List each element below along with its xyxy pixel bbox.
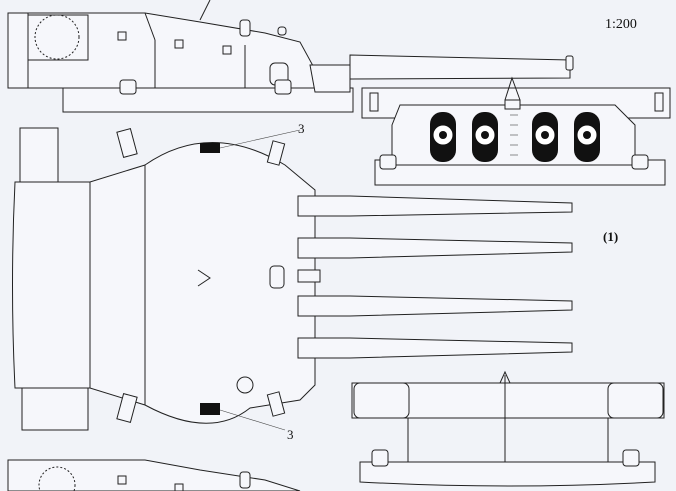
callout-label-bottom: 3 [287, 427, 294, 442]
callout-label-top: 3 [298, 121, 305, 136]
view-number-label: (1) [603, 229, 619, 244]
scale-label: 1:200 [605, 17, 637, 32]
plan-view [12, 127, 573, 431]
barrels [297, 195, 573, 359]
rear-view [351, 370, 665, 487]
gun-ports [430, 112, 600, 162]
side-view-partial [7, 459, 301, 491]
front-view [361, 76, 671, 186]
side-view [7, 0, 574, 113]
